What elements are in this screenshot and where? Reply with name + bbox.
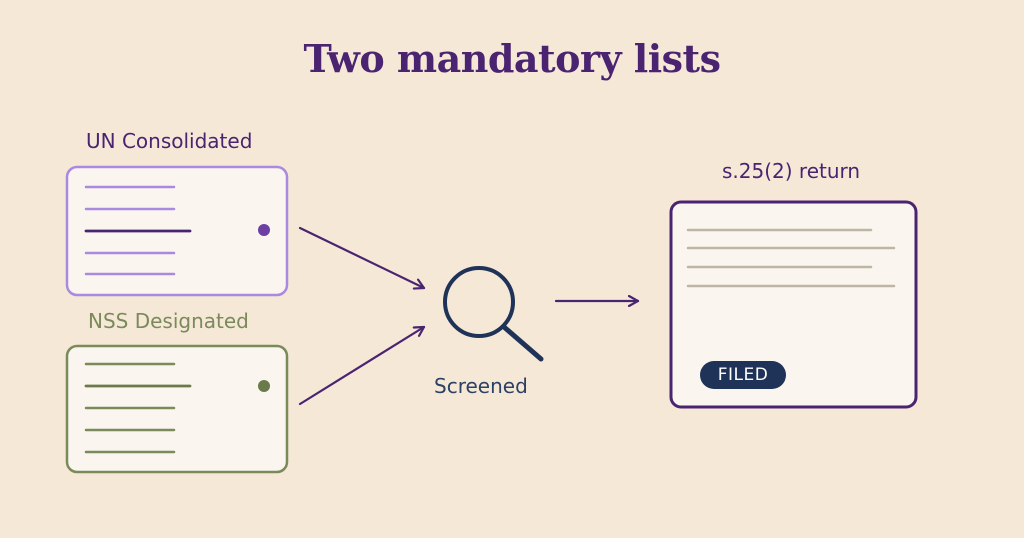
un-consolidated-card (65, 165, 289, 297)
un-match-dot (258, 224, 270, 236)
un-consolidated-label: UN Consolidated (86, 129, 253, 153)
nss-list-lines (84, 362, 192, 454)
nss-to-screen-arrow (298, 325, 426, 406)
return-document-card (669, 200, 918, 409)
magnifying-glass-icon (443, 266, 544, 362)
screened-label: Screened (434, 374, 528, 398)
filed-status-badge: FILED (700, 361, 786, 389)
return-document-lines (686, 228, 896, 288)
un-list-lines (84, 185, 192, 276)
diagram-title: Two mandatory lists (303, 36, 721, 81)
return-label: s.25(2) return (722, 159, 861, 183)
un-to-screen-arrow (298, 226, 426, 288)
nss-designated-card (65, 344, 289, 474)
nss-designated-label: NSS Designated (88, 309, 249, 333)
nss-match-dot (258, 380, 270, 392)
